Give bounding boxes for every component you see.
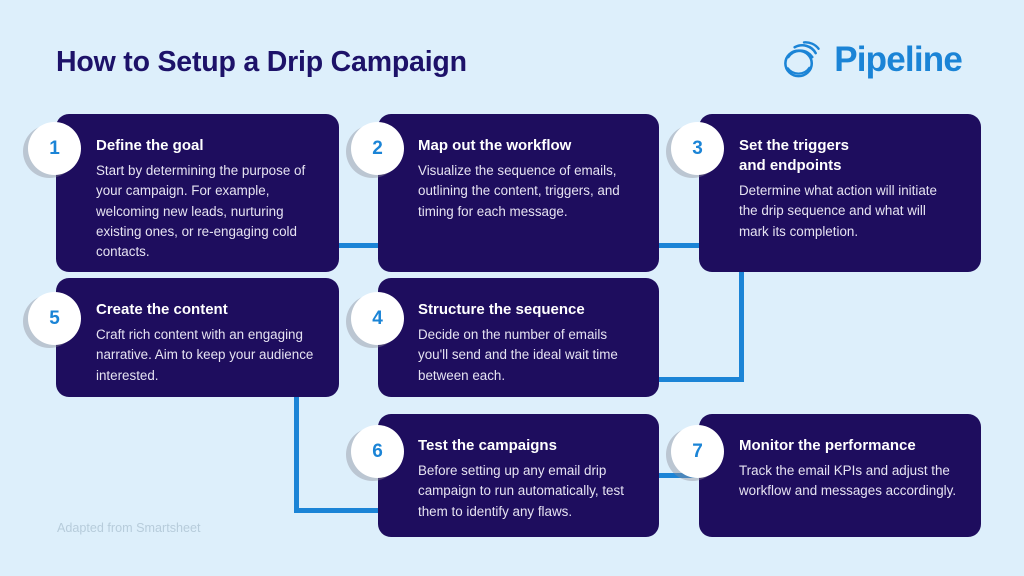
step-card-7-body: Track the email KPIs and adjust the work… (739, 462, 957, 499)
connector-5-to-6-horizontal (294, 508, 386, 513)
step-card-1[interactable]: Define the goal Start by determining the… (56, 114, 339, 272)
step-badge-6: 6 (351, 425, 404, 478)
step-badge-3: 3 (671, 122, 724, 175)
connector-2-to-3 (650, 243, 704, 248)
step-card-3-body: Determine what action will initiate the … (739, 182, 937, 239)
page-title: How to Setup a Drip Campaign (56, 46, 467, 78)
attribution-note: Adapted from Smartsheet (57, 521, 201, 535)
step-card-4-body: Decide on the number of emails you'll se… (418, 326, 618, 383)
step-badge-1: 1 (28, 122, 81, 175)
step-card-4-title: Structure the sequence (418, 301, 585, 318)
connector-3-to-4-horizontal (652, 377, 744, 382)
step-badge-4: 4 (351, 292, 404, 345)
step-badge-7: 7 (671, 425, 724, 478)
step-card-6-title: Test the campaigns (418, 437, 557, 454)
brand-logo: Pipeline (780, 38, 963, 81)
step-card-5-title: Create the content (96, 301, 228, 318)
brand-name: Pipeline (834, 40, 963, 79)
step-card-2-body: Visualize the sequence of emails, outlin… (418, 162, 620, 219)
step-badge-3-number: 3 (692, 137, 703, 159)
step-card-6-body: Before setting up any email drip campaig… (418, 462, 624, 519)
step-card-5-body: Craft rich content with an engaging narr… (96, 326, 314, 383)
spiral-swirl-icon (784, 41, 820, 78)
connector-1-to-2 (330, 243, 382, 248)
step-badge-6-number: 6 (372, 440, 383, 462)
step-card-3-title: Set the triggers and endpoints (739, 137, 850, 174)
step-badge-7-number: 7 (692, 440, 703, 462)
step-badge-2-number: 2 (372, 137, 383, 159)
step-badge-5-number: 5 (49, 307, 60, 329)
connector-3-to-4-vertical (739, 268, 744, 382)
step-card-7[interactable]: Monitor the performance Track the email … (699, 414, 981, 537)
step-card-3[interactable]: Set the triggers and endpoints Determine… (699, 114, 981, 272)
step-card-7-title: Monitor the performance (739, 437, 916, 454)
connector-5-to-6-vertical (294, 396, 299, 513)
step-card-2[interactable]: Map out the workflow Visualize the seque… (378, 114, 659, 272)
connector-6-to-7 (650, 473, 704, 478)
step-card-5[interactable]: Create the content Craft rich content wi… (56, 278, 339, 397)
step-badge-4-number: 4 (372, 307, 383, 329)
step-card-4[interactable]: Structure the sequence Decide on the num… (378, 278, 659, 397)
step-card-2-title: Map out the workflow (418, 137, 572, 154)
step-badge-5: 5 (28, 292, 81, 345)
step-badge-1-number: 1 (49, 137, 60, 159)
step-card-6[interactable]: Test the campaigns Before setting up any… (378, 414, 659, 537)
step-card-1-body: Start by determining the purpose of your… (96, 162, 306, 260)
step-badge-2: 2 (351, 122, 404, 175)
step-card-1-title: Define the goal (96, 137, 204, 154)
